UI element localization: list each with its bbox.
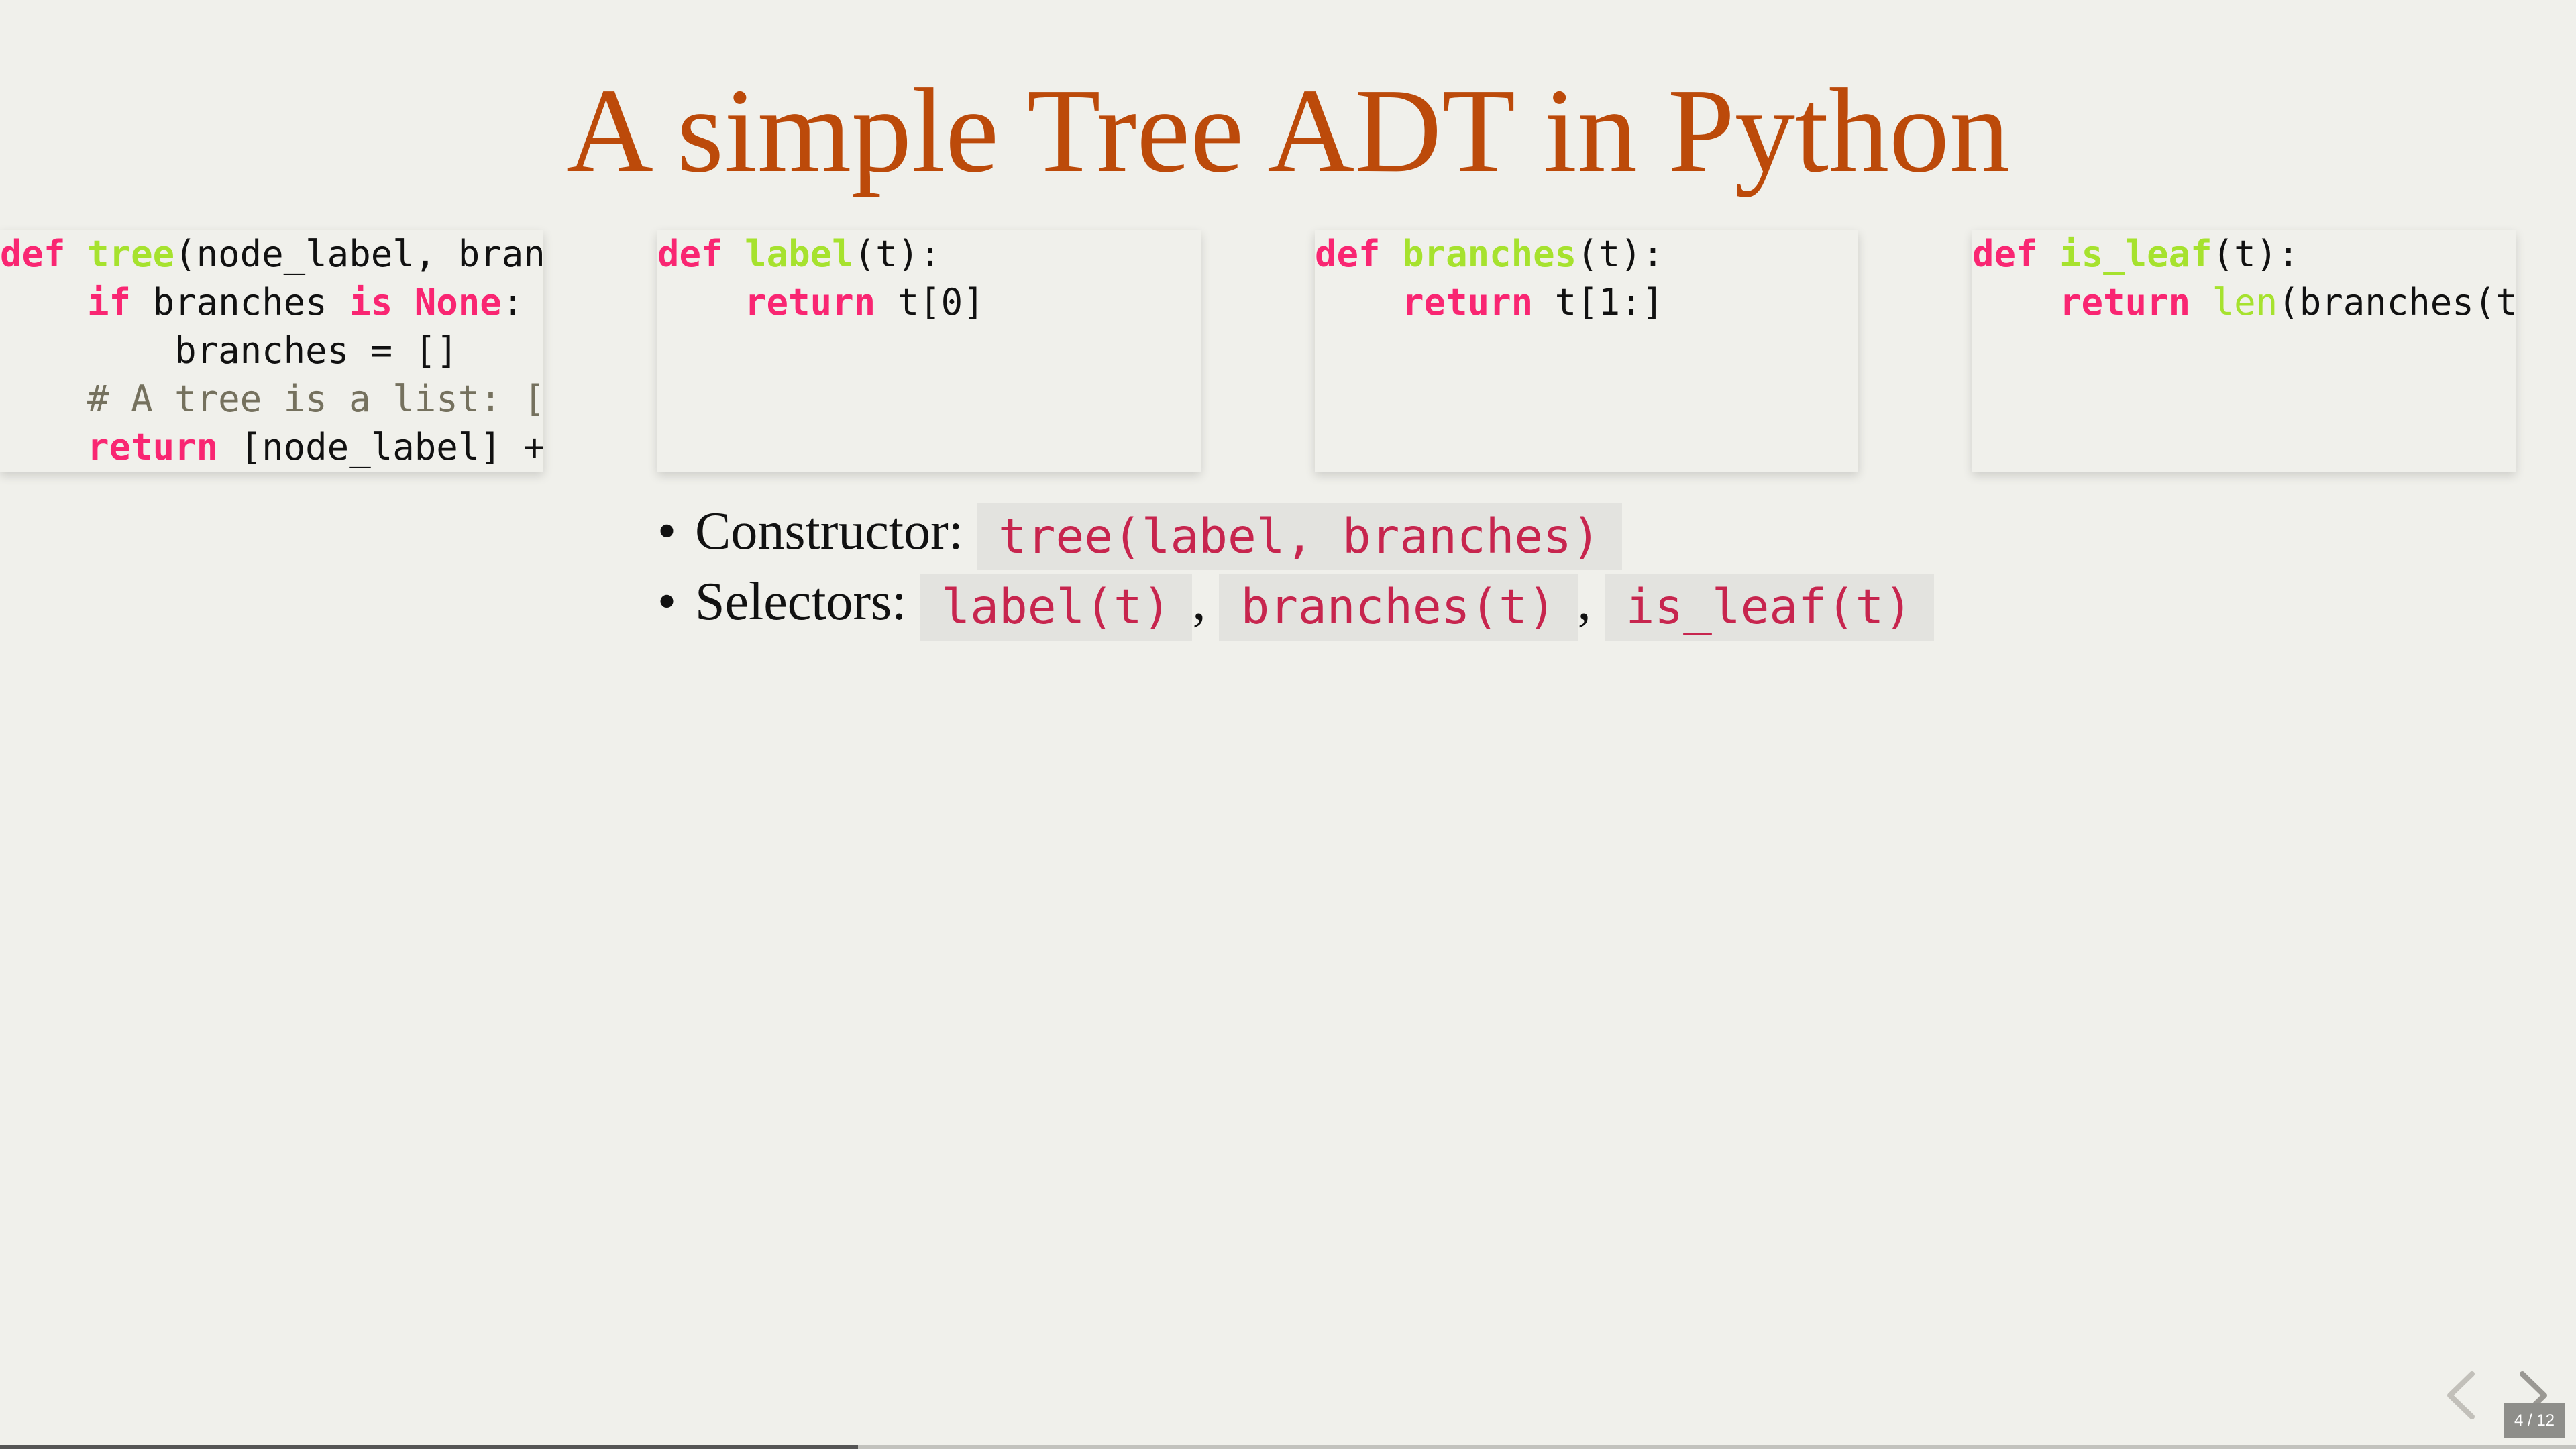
code-token: def [657,233,723,275]
code-line: return t[0] [657,278,1201,327]
code-token: return [1402,281,1534,323]
code-token: (node_label, branches=None): [174,233,543,275]
bullet-list: Constructor: tree(label, branches) Selec… [657,496,1935,641]
code-token [0,281,87,323]
slide-counter: 4 / 12 [2504,1403,2565,1438]
code-token [0,378,87,420]
code-block-branches: def branches(t): return t[1:] [1315,230,1858,472]
code-token: len [2212,281,2278,323]
code-token: (branches(t)) == 0 [2277,281,2516,323]
code-token: # A tree is a list: [label, branch, bran… [87,378,543,420]
separator: , [1577,572,1591,631]
code-token: branches [1402,233,1577,275]
code-token: def [1972,233,2038,275]
code: def tree(node_label, branches=None): if … [0,230,543,472]
code-token [2038,233,2060,275]
code-token [1381,233,1403,275]
code-token [1315,281,1402,323]
code-token: is [349,281,393,323]
code-token: return [87,426,219,468]
progress-bar[interactable] [0,1445,2576,1449]
code-token: branches = [] [0,329,458,372]
counter-sep: / [2527,1411,2532,1430]
code-token: return [2059,281,2191,323]
code-token: return [745,281,876,323]
bullet-selectors: Selectors: label(t), branches(t), is_lea… [657,567,1935,641]
code-line: # A tree is a list: [label, branch, bran… [0,375,543,423]
code-token [657,281,745,323]
code-token: if [87,281,131,323]
bullet-constructor: Constructor: tree(label, branches) [657,496,1934,570]
prev-slide-button[interactable] [2442,1368,2482,1422]
inline-code: label(t) [920,573,1193,641]
code-token: (t): [1576,233,1664,275]
code-token: None [414,281,502,323]
current-slide: 4 [2514,1411,2524,1430]
chevron-left-icon [2447,1371,2475,1419]
code-block-is-leaf: def is_leaf(t): return len(branches(t)) … [1972,230,2516,472]
bullet-label: Constructor: [695,502,963,561]
code: def label(t): return t[0] [657,230,1201,327]
code-line: def branches(t): [1315,230,1858,278]
code-token: def [1315,233,1381,275]
code-token: t[0] [875,281,985,323]
inline-code: is_leaf(t) [1604,573,1935,641]
code: def branches(t): return t[1:] [1315,230,1858,327]
code-line: return t[1:] [1315,278,1858,327]
code-token [2190,281,2212,323]
inline-code: tree(label, branches) [976,502,1622,570]
code-token: (t): [2212,233,2300,275]
slide-title: A simple Tree ADT in Python [566,64,2010,197]
total-slides: 12 [2536,1411,2555,1430]
progress-fill [0,1445,858,1449]
code-token: t[1:] [1533,281,1664,323]
inline-code: branches(t) [1219,573,1578,641]
code-line: return len(branches(t)) == 0 [1972,278,2516,327]
code: def is_leaf(t): return len(branches(t)) … [1972,230,2516,327]
code-token [392,281,415,323]
code-line: def label(t): [657,230,1201,278]
separator: , [1192,572,1206,631]
code-token: : [501,281,524,323]
code-token: branches [131,281,350,323]
code-block-label: def label(t): return t[0] [657,230,1201,472]
code-token [1972,281,2059,323]
code-token: tree [87,233,175,275]
code-token: is_leaf [2059,233,2212,275]
code-token: def [0,233,66,275]
code-block-tree: def tree(node_label, branches=None): if … [0,230,543,472]
code-line: branches = [] [0,327,543,375]
code-line: return [node_label] + branches [0,423,543,472]
bullet-label: Selectors: [695,572,907,631]
code-token [723,233,745,275]
code-token [66,233,88,275]
code-line: def tree(node_label, branches=None): [0,230,543,278]
code-line: def is_leaf(t): [1972,230,2516,278]
code-token: label [745,233,854,275]
code-token [0,426,87,468]
code-line: if branches is None: [0,278,543,327]
code-token: (t): [853,233,941,275]
code-token: [node_label] + branches [239,426,543,468]
